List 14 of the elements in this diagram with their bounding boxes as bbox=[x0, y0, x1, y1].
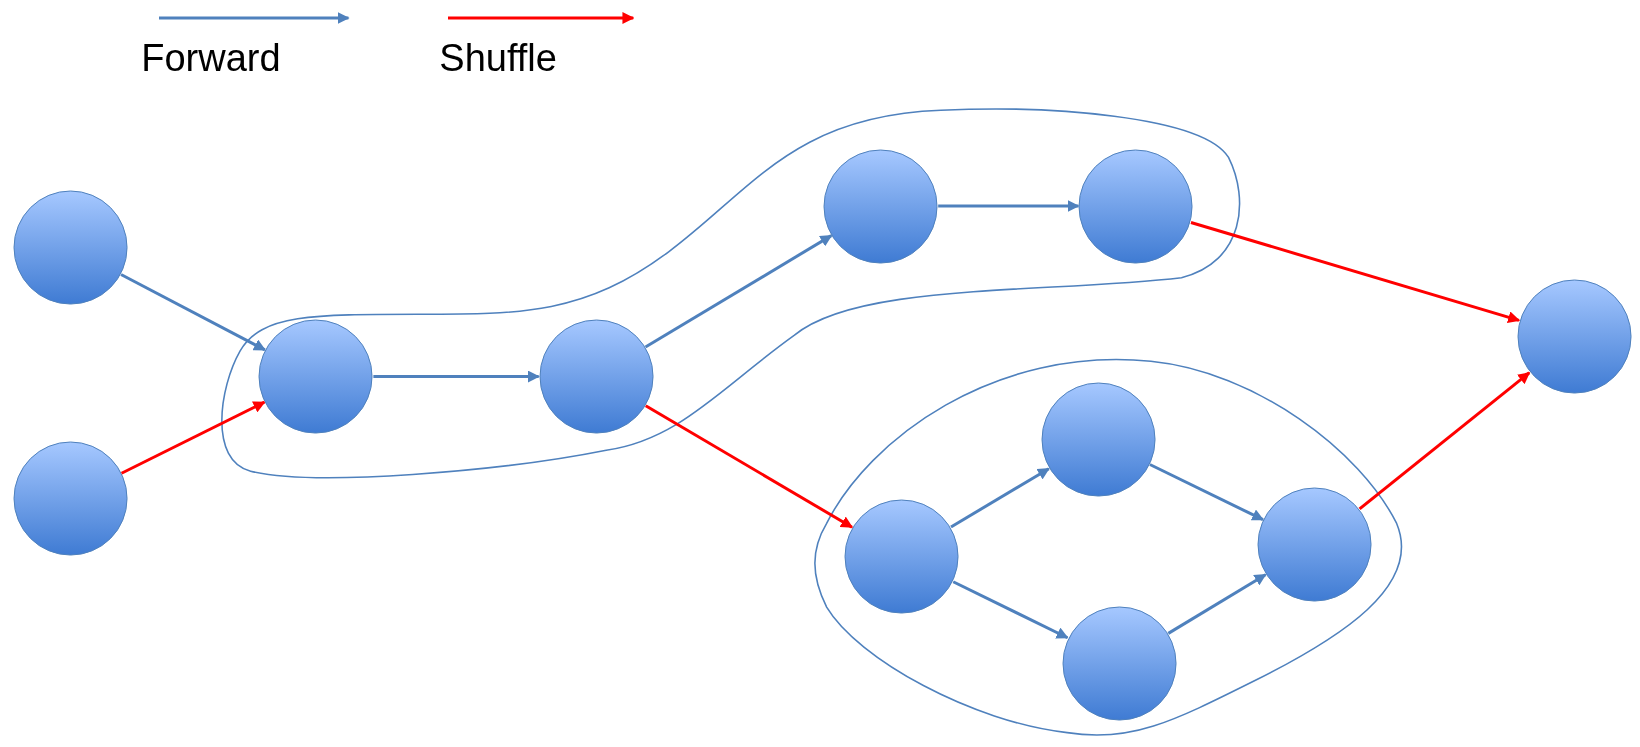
arrow bbox=[373, 370, 540, 383]
legend-label: Forward bbox=[141, 37, 281, 80]
arrow bbox=[1190, 221, 1521, 323]
arrow bbox=[644, 234, 833, 349]
arrow bbox=[1167, 573, 1267, 635]
arrow bbox=[952, 580, 1069, 640]
arrow bbox=[1149, 463, 1265, 522]
arrow bbox=[950, 467, 1050, 529]
arrow bbox=[938, 200, 1080, 213]
arrow bbox=[1358, 371, 1531, 511]
arrow bbox=[120, 400, 266, 475]
arrow bbox=[644, 404, 854, 529]
legend-label: Shuffle bbox=[439, 37, 557, 80]
arrow bbox=[120, 273, 266, 352]
